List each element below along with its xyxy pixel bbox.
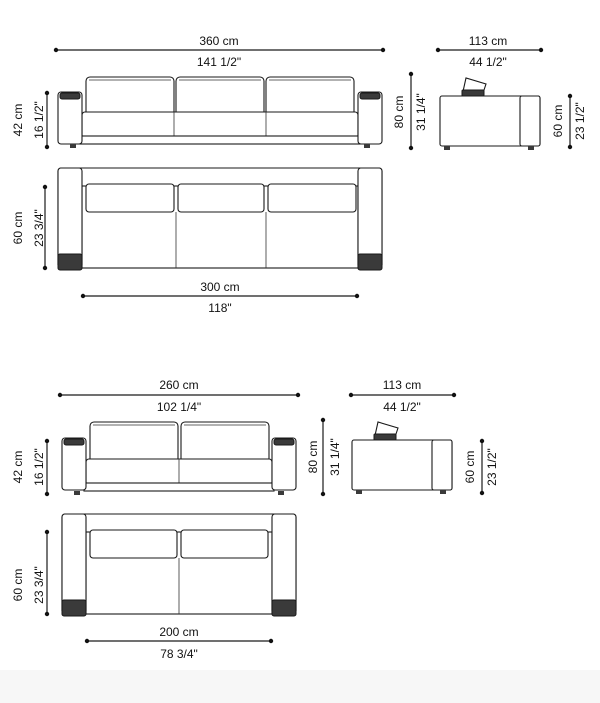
large-back-height-dimension: 80 cm 31 1/4" [392,71,428,151]
large-back-height-in: 31 1/4" [414,93,428,131]
small-seat-depth-in: 23 3/4" [32,566,46,604]
large-depth-cm: 113 cm [469,34,507,48]
small-depth-dimension: 113 cm 44 1/2" [348,378,457,414]
small-depth-in: 44 1/2" [383,400,421,414]
small-seat-height-in: 16 1/2" [32,448,46,486]
large-side-view [439,77,541,150]
small-top-view [61,513,297,617]
large-front-view [57,76,383,148]
small-total-width-in: 102 1/4" [157,400,201,414]
large-depth-dimension: 113 cm 44 1/2" [435,34,544,69]
large-seat-height-cm: 42 cm [11,104,25,137]
large-seat-height-dimension: 42 cm 16 1/2" [11,90,50,150]
small-arm-height-in: 23 1/2" [485,448,499,486]
large-total-width-dimension: 360 cm 141 1/2" [53,34,386,69]
small-depth-cm: 113 cm [383,378,421,392]
small-back-height-cm: 80 cm [306,441,320,474]
large-arm-height-cm: 60 cm [551,105,565,138]
large-seat-depth-dimension: 60 cm 23 3/4" [11,184,48,271]
sofa-small-group: 260 cm 102 1/4" 42 cm 16 1/2" [11,378,499,661]
small-side-view [351,421,453,494]
small-back-height-dimension: 80 cm 31 1/4" [306,417,342,497]
large-top-view [57,167,383,271]
small-seat-width-dimension: 200 cm 78 3/4" [84,625,274,661]
large-total-width-cm: 360 cm [199,34,238,48]
small-seat-height-dimension: 42 cm 16 1/2" [11,438,50,497]
sofa-large-group: 360 cm 141 1/2" [11,34,587,315]
large-seat-height-in: 16 1/2" [32,101,46,139]
small-arm-height-cm: 60 cm [463,451,477,484]
small-seat-depth-dimension: 60 cm 23 3/4" [11,529,50,617]
large-seat-width-cm: 300 cm [200,280,239,294]
small-arm-height-dimension: 60 cm 23 1/2" [463,438,499,496]
small-seat-depth-cm: 60 cm [11,569,25,602]
small-total-width-dimension: 260 cm 102 1/4" [57,378,301,414]
large-arm-height-dimension: 60 cm 23 1/2" [551,93,587,150]
small-seat-width-in: 78 3/4" [160,647,198,661]
large-seat-depth-in: 23 3/4" [32,209,46,247]
small-front-view [61,421,297,495]
small-seat-height-cm: 42 cm [11,451,25,484]
large-seat-depth-cm: 60 cm [11,212,25,245]
large-arm-height-in: 23 1/2" [573,102,587,140]
small-back-height-in: 31 1/4" [328,438,342,476]
small-seat-width-cm: 200 cm [159,625,198,639]
large-depth-in: 44 1/2" [469,55,507,69]
large-seat-width-in: 118" [208,301,231,315]
large-total-width-in: 141 1/2" [197,55,241,69]
small-total-width-cm: 260 cm [159,378,198,392]
large-seat-width-dimension: 300 cm 118" [80,280,360,315]
bottom-band [0,670,600,703]
large-back-height-cm: 80 cm [392,96,406,129]
